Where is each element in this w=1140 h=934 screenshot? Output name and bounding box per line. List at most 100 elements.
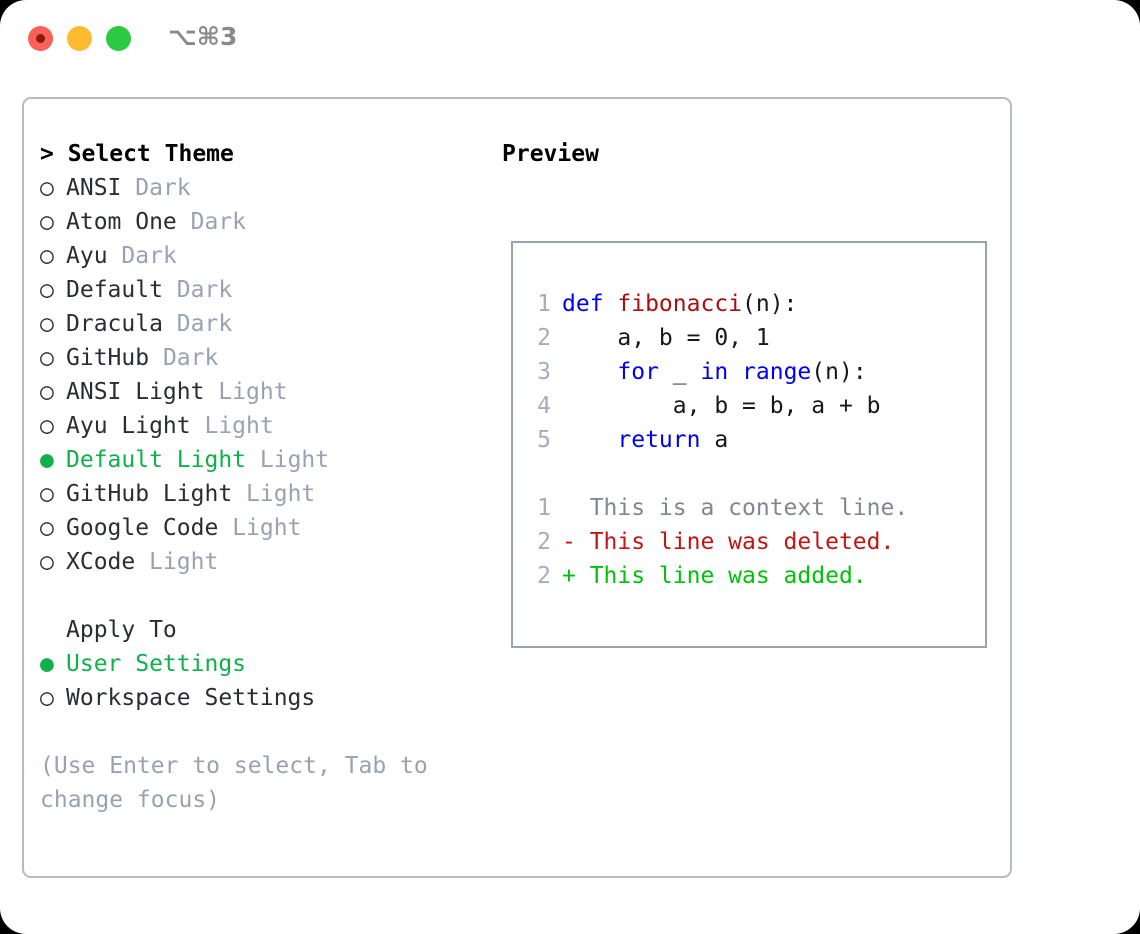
theme-option-github-light[interactable]: ○ GitHub Light Light (40, 477, 500, 511)
radio-unselected-icon: ○ (40, 379, 54, 405)
code-token-fn: fibonacci (617, 291, 743, 317)
line-number: 2 (537, 325, 551, 351)
apply-to-list[interactable]: ● User Settings ○ Workspace Settings (40, 647, 500, 715)
radio-unselected-icon: ○ (40, 209, 54, 235)
preview-heading: Preview (502, 141, 599, 167)
code-token-plain: (n): (811, 359, 867, 385)
theme-kind-label: Light (259, 447, 330, 473)
title-bar: ⌥⌘3 (0, 0, 1140, 78)
theme-selector-column: > Select Theme ○ANSI Dark○Atom One Dark○… (40, 137, 500, 817)
code-line: 4 a, b = b, a + b (521, 389, 908, 423)
theme-option-ansi-light[interactable]: ○ ANSI Light Light (40, 375, 500, 409)
line-number: 3 (537, 359, 551, 385)
theme-option-default[interactable]: ○ Default Dark (40, 273, 500, 307)
line-number: 5 (537, 427, 551, 453)
line-number: 1 (537, 291, 551, 317)
radio-unselected-icon: ○ (40, 481, 54, 507)
theme-name: Ayu Light (66, 413, 191, 439)
radio-selected-icon: ● (40, 651, 54, 677)
apply-to-label: Workspace Settings (66, 685, 316, 711)
theme-kind-label: Dark (135, 175, 191, 201)
diff-text: This is a context line. (562, 495, 909, 521)
section-spacer (40, 579, 500, 613)
theme-option-ayu-light[interactable]: ○ Ayu Light Light (40, 409, 500, 443)
apply-to-label: User Settings (66, 651, 247, 677)
theme-name: Default (66, 277, 163, 303)
close-button[interactable] (28, 26, 53, 51)
theme-name: Ayu (66, 243, 108, 269)
diff-line-del: 2 - This line was deleted. (521, 525, 908, 559)
theme-kind-label: Dark (121, 243, 177, 269)
code-token-plain: a, b = b, a + b (562, 393, 881, 419)
theme-kind-label: Dark (176, 311, 233, 337)
zoom-button[interactable] (106, 26, 131, 51)
code-token-plain (562, 427, 617, 453)
theme-kind-label: Light (204, 413, 274, 439)
theme-name: Google Code (66, 515, 219, 541)
keyboard-hint-text: (Use Enter to select, Tab to change focu… (40, 753, 428, 813)
diff-line-ctx: 1 This is a context line. (521, 491, 908, 525)
diff-text: + This line was added. (562, 563, 867, 589)
theme-option-google-code[interactable]: ○ Google Code Light (40, 511, 500, 545)
code-token-plain: a, b = 0, 1 (562, 325, 770, 351)
blank-line (521, 457, 908, 491)
diff-text: - This line was deleted. (562, 529, 895, 555)
radio-selected-icon: ● (40, 447, 54, 473)
line-number: 1 (537, 495, 551, 521)
radio-unselected-icon: ○ (40, 345, 54, 371)
code-line: 2 a, b = 0, 1 (521, 321, 908, 355)
theme-name: GitHub (66, 345, 150, 371)
line-number: 2 (537, 529, 551, 555)
theme-option-atom-one[interactable]: ○ Atom One Dark (40, 205, 500, 239)
theme-option-default-light[interactable]: ● Default Light Light (40, 443, 500, 477)
code-token-plain: _ (658, 359, 701, 385)
minimize-button[interactable] (67, 26, 92, 51)
theme-kind-label: Dark (176, 277, 233, 303)
code-token-plain (562, 359, 617, 385)
radio-unselected-icon: ○ (40, 413, 54, 439)
radio-unselected-icon: ○ (40, 175, 54, 201)
code-token-plain: (n): (742, 291, 798, 317)
line-number: 4 (537, 393, 551, 419)
line-number: 2 (537, 563, 551, 589)
code-token-kw: def (562, 291, 618, 317)
apply-to-option-workspace-settings[interactable]: ○ Workspace Settings (40, 681, 500, 715)
theme-list[interactable]: ○ ANSI Dark ○ Atom One Dark ○ Ayu Dark ○ Defaul… (40, 171, 500, 579)
theme-option-ansi[interactable]: ○ ANSI Dark (40, 171, 500, 205)
code-token-kw: in (700, 359, 729, 385)
select-theme-heading: > Select Theme (40, 141, 234, 167)
radio-unselected-icon: ○ (40, 243, 54, 269)
theme-kind-label: Dark (190, 209, 247, 235)
code-line: 5 return a (521, 423, 908, 457)
code-token-plain: a (700, 427, 729, 453)
theme-name: Dracula (66, 311, 163, 337)
code-token-kw: for (617, 359, 659, 385)
theme-kind-label: Light (218, 379, 288, 405)
radio-unselected-icon: ○ (40, 685, 54, 711)
radio-unselected-icon: ○ (40, 277, 54, 303)
window-controls (28, 26, 131, 51)
apply-to-option-user-settings[interactable]: ● User Settings (40, 647, 500, 681)
theme-kind-label: Light (232, 515, 302, 541)
theme-option-github[interactable]: ○ GitHub Dark (40, 341, 500, 375)
code-token-kw: return (617, 427, 701, 453)
diff-line-add: 2 + This line was added. (521, 559, 908, 593)
code-line: 1 def fibonacci(n): (521, 287, 908, 321)
keyboard-shortcut-label: ⌥⌘3 (168, 22, 238, 51)
theme-kind-label: Light (246, 481, 316, 507)
theme-name: GitHub Light (66, 481, 233, 507)
theme-option-xcode[interactable]: ○XCode Light (40, 545, 500, 579)
theme-name: ANSI Light (66, 379, 205, 405)
theme-option-dracula[interactable]: ○Dracula Dark (40, 307, 500, 341)
radio-unselected-icon: ○ (40, 549, 54, 575)
theme-name: Default Light (66, 447, 247, 473)
theme-kind-label: Dark (162, 345, 219, 371)
theme-name: ANSI (66, 175, 122, 201)
radio-unselected-icon: ○ (40, 515, 54, 541)
theme-option-ayu[interactable]: ○ Ayu Dark (40, 239, 500, 273)
theme-name: Atom One (66, 209, 177, 235)
